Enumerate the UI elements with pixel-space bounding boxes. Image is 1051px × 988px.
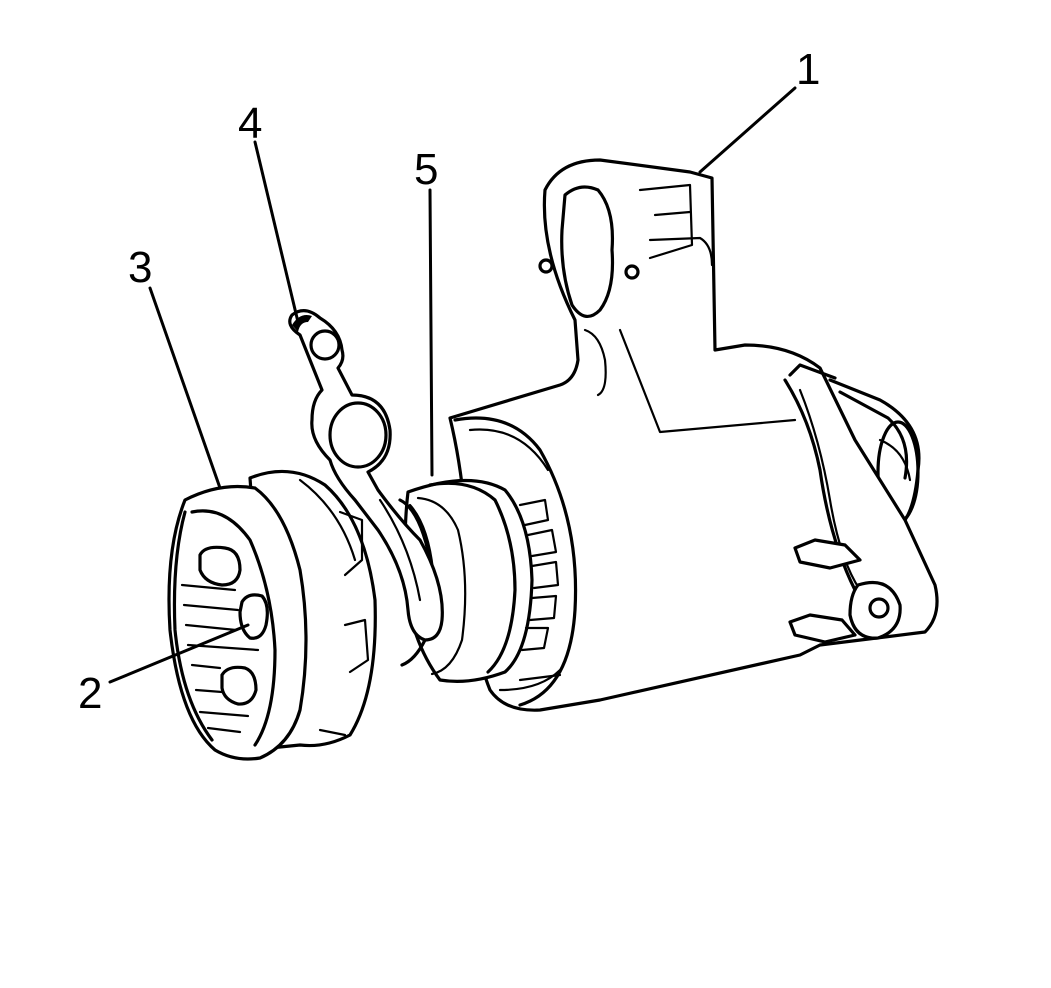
- roller-cage: [167, 469, 377, 761]
- callout-5: 5: [414, 145, 438, 194]
- callout-4: 4: [238, 99, 262, 148]
- drive-housing: [448, 158, 939, 712]
- leader-lines: [108, 86, 797, 684]
- callout-1: 1: [796, 45, 820, 94]
- callout-2: 2: [78, 669, 102, 718]
- leader-2: [108, 623, 250, 684]
- callout-labels: 1 2 3 4 5: [78, 45, 820, 718]
- retaining-clip: [288, 309, 444, 642]
- callout-3: 3: [128, 243, 152, 292]
- leader-1: [698, 86, 797, 174]
- rollers: [180, 545, 269, 734]
- leader-3: [148, 286, 222, 490]
- leader-4: [253, 140, 300, 324]
- leader-5: [428, 188, 434, 477]
